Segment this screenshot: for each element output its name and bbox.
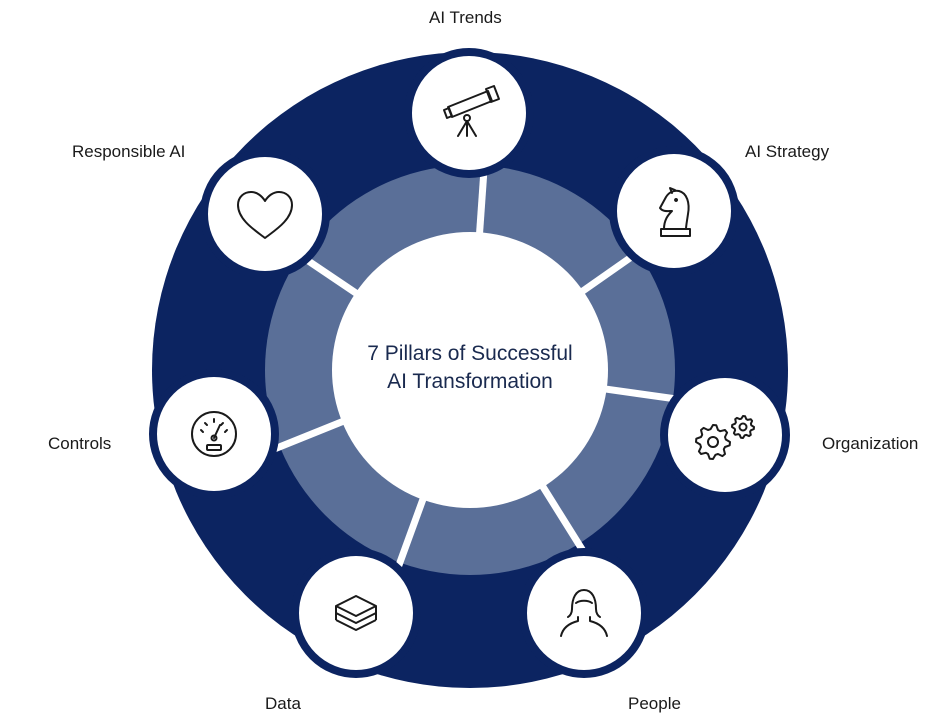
- diagram-title: 7 Pillars of Successful AI Transformatio…: [320, 340, 620, 396]
- pillar-node-responsible-ai: [200, 149, 330, 279]
- pillar-node-ai-strategy: [609, 146, 739, 276]
- label-ai-strategy: AI Strategy: [745, 142, 830, 161]
- label-data: Data: [265, 694, 301, 713]
- pillar-node-organization: [660, 370, 790, 500]
- title-line-2: AI Transformation: [387, 370, 553, 393]
- ring-separator: [394, 490, 429, 571]
- label-people: People: [628, 694, 681, 713]
- label-organization: Organization: [822, 434, 919, 453]
- pillar-node-controls: [149, 369, 279, 499]
- layers-icon: [335, 595, 377, 631]
- pillar-node-ai-trends: [404, 48, 534, 178]
- label-controls: Controls: [48, 434, 112, 453]
- ring-separator: [535, 478, 586, 552]
- heart-icon: [237, 191, 293, 239]
- label-responsible-ai: Responsible AI: [72, 142, 186, 161]
- label-ai-trends: AI Trends: [429, 8, 502, 27]
- telescope-icon: [443, 85, 500, 137]
- ring-separator: [598, 384, 681, 403]
- pillar-node-data: [291, 548, 421, 678]
- ring-separator: [272, 415, 351, 453]
- person-icon: [560, 589, 608, 637]
- gauge-icon: [191, 411, 237, 457]
- gears-icon: [695, 415, 755, 460]
- pillar-node-people: [519, 548, 649, 678]
- title-line-1: 7 Pillars of Successful: [367, 342, 573, 365]
- center-circle: [332, 232, 608, 508]
- chess-knight-icon: [659, 187, 691, 237]
